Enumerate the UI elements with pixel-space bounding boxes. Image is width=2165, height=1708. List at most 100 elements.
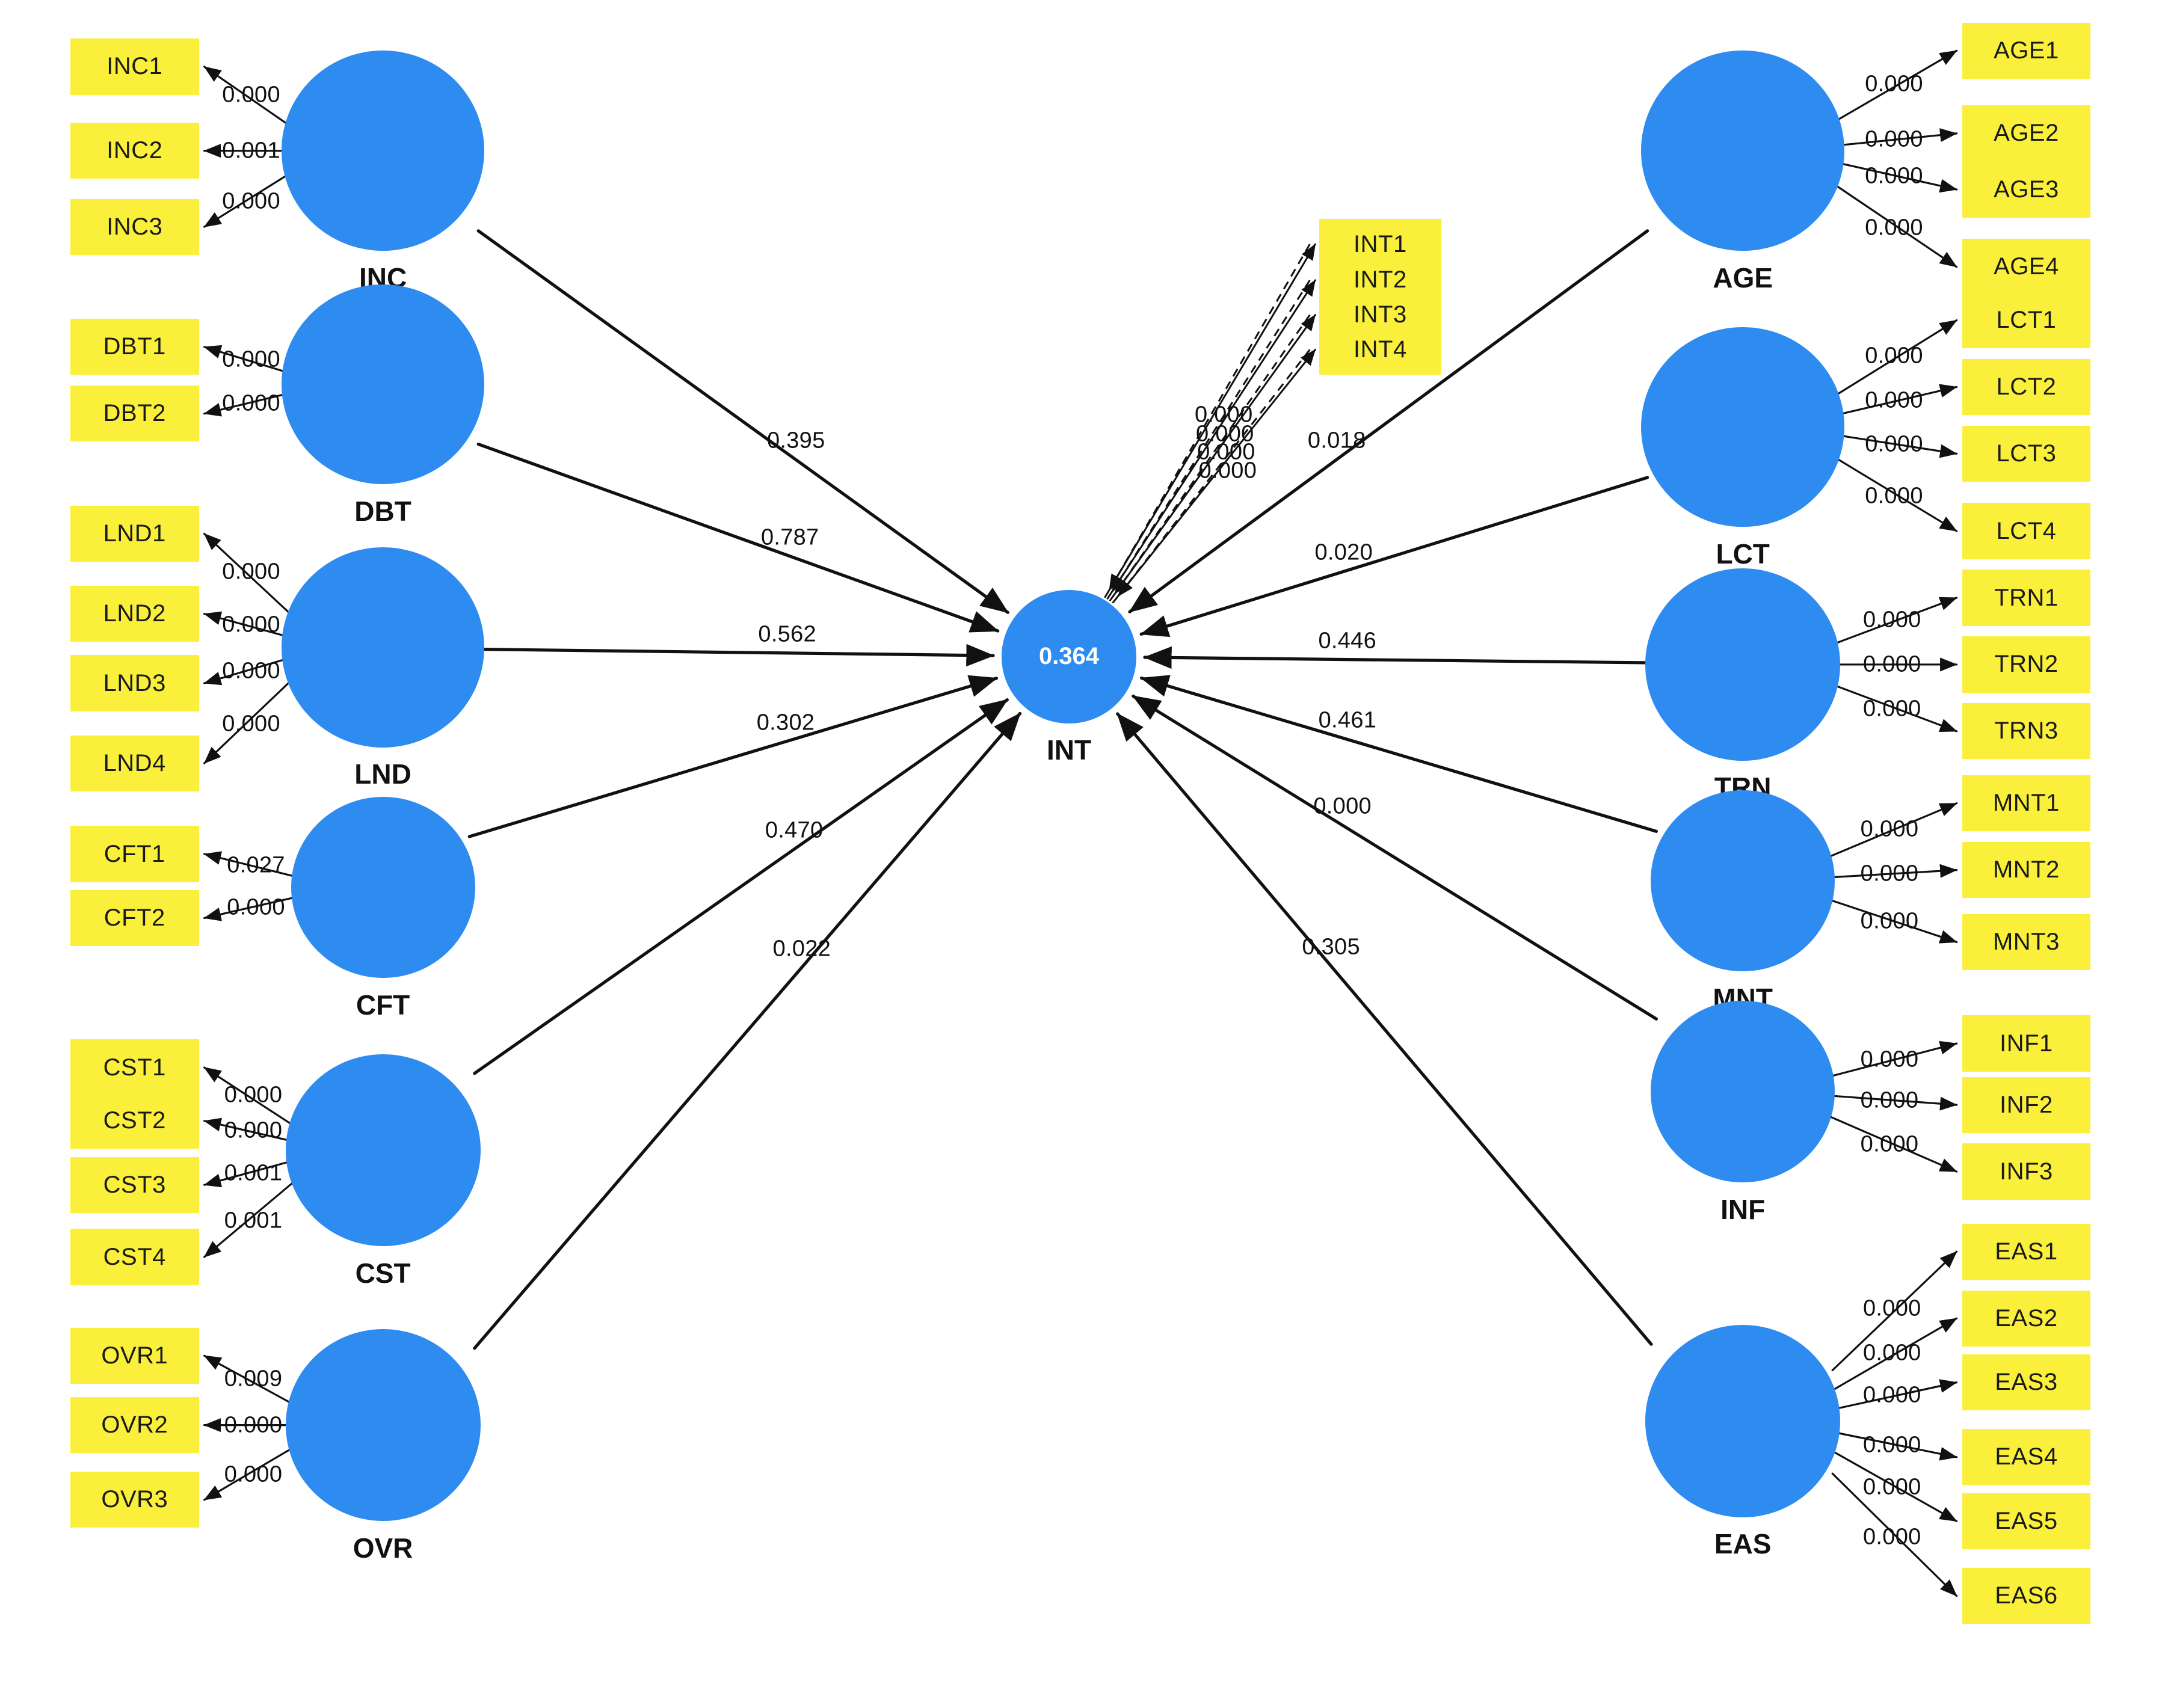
indicator-cst3[interactable]: CST3 bbox=[70, 1157, 199, 1213]
loading-label-cft2: 0.000 bbox=[227, 894, 285, 920]
edge bbox=[1143, 646, 1653, 669]
construct-lct[interactable] bbox=[1641, 327, 1844, 527]
construct-trn[interactable] bbox=[1645, 568, 1841, 761]
edge bbox=[203, 1446, 295, 1501]
edge bbox=[1128, 229, 1649, 613]
indicator-lct1[interactable]: LCT1 bbox=[1962, 292, 2091, 349]
indicator-cft1[interactable]: CFT1 bbox=[70, 826, 199, 882]
indicator-cst2[interactable]: CST2 bbox=[70, 1093, 199, 1149]
path-label-ovr-to-int: 0.022 bbox=[772, 936, 831, 962]
indicator-trn3[interactable]: TRN3 bbox=[1962, 703, 2091, 760]
loading-label-dbt2: 0.000 bbox=[222, 390, 280, 416]
edge bbox=[1116, 712, 1653, 1346]
indicator-age1[interactable]: AGE1 bbox=[1962, 22, 2091, 79]
edge bbox=[467, 675, 999, 838]
indicator-ovr3[interactable]: OVR3 bbox=[70, 1472, 199, 1528]
edge bbox=[203, 1160, 295, 1188]
indicator-lnd4[interactable]: LND4 bbox=[70, 735, 199, 791]
construct-age[interactable] bbox=[1641, 51, 1844, 251]
indicator-eas1[interactable]: EAS1 bbox=[1962, 1223, 2091, 1280]
construct-eas-label: EAS bbox=[1714, 1528, 1772, 1560]
construct-inc[interactable] bbox=[281, 51, 485, 251]
construct-dbt-label: DBT bbox=[354, 496, 411, 527]
loading-label-lnd1: 0.000 bbox=[222, 559, 280, 585]
indicator-inc1[interactable]: INC1 bbox=[70, 38, 199, 95]
loading-label-lnd2: 0.000 bbox=[222, 612, 280, 637]
edge bbox=[1835, 384, 1958, 416]
indicator-inf1[interactable]: INF1 bbox=[1962, 1015, 2091, 1072]
edge bbox=[203, 345, 291, 374]
indicator-dbt1[interactable]: DBT1 bbox=[70, 319, 199, 375]
loading-label-ovr3: 0.000 bbox=[224, 1461, 283, 1487]
loading-label-eas5: 0.000 bbox=[1862, 1474, 1921, 1500]
construct-ovr[interactable] bbox=[285, 1329, 481, 1522]
indicator-inf2[interactable]: INF2 bbox=[1962, 1077, 2091, 1133]
indicator-mnt1[interactable]: MNT1 bbox=[1962, 775, 2091, 832]
edge bbox=[1108, 244, 1311, 591]
construct-inf[interactable] bbox=[1651, 1001, 1835, 1182]
indicator-eas6[interactable]: EAS6 bbox=[1962, 1568, 2091, 1624]
loading-label-eas1: 0.000 bbox=[1862, 1295, 1921, 1321]
indicator-dbt2[interactable]: DBT2 bbox=[70, 386, 199, 442]
construct-cst[interactable] bbox=[285, 1054, 481, 1247]
construct-mnt[interactable] bbox=[1651, 790, 1835, 972]
indicator-cft2[interactable]: CFT2 bbox=[70, 889, 199, 947]
loading-label-inf1: 0.000 bbox=[1860, 1046, 1919, 1072]
path-label-lct-to-int: 0.020 bbox=[1314, 539, 1373, 565]
path-label-dbt-to-int: 0.787 bbox=[760, 524, 819, 550]
loading-label-eas4: 0.000 bbox=[1862, 1432, 1921, 1458]
indicator-int4[interactable]: INT4 bbox=[1319, 324, 1441, 375]
construct-int[interactable]: 0.364 bbox=[1001, 589, 1137, 723]
loading-label-mnt1: 0.000 bbox=[1860, 816, 1919, 842]
edge bbox=[1826, 864, 1958, 879]
indicator-lct4[interactable]: LCT4 bbox=[1962, 503, 2091, 559]
loading-label-eas3: 0.000 bbox=[1862, 1382, 1921, 1408]
loading-label-inf3: 0.000 bbox=[1860, 1131, 1919, 1157]
loading-label-trn3: 0.000 bbox=[1862, 696, 1921, 722]
indicator-ovr1[interactable]: OVR1 bbox=[70, 1327, 199, 1384]
edge bbox=[203, 66, 291, 127]
indicator-eas4[interactable]: EAS4 bbox=[1962, 1429, 2091, 1485]
indicator-trn1[interactable]: TRN1 bbox=[1962, 570, 2091, 626]
edge bbox=[473, 698, 1009, 1075]
indicator-mnt3[interactable]: MNT3 bbox=[1962, 914, 2091, 971]
path-label-lnd-to-int: 0.562 bbox=[758, 621, 816, 647]
indicator-inc2[interactable]: INC2 bbox=[70, 123, 199, 179]
indicator-lct3[interactable]: LCT3 bbox=[1962, 425, 2091, 482]
construct-lnd-label: LND bbox=[354, 758, 411, 790]
edge bbox=[1111, 280, 1311, 593]
loading-label-int4: 0.000 bbox=[1198, 458, 1257, 484]
indicator-age3[interactable]: AGE3 bbox=[1962, 161, 2091, 218]
indicator-inc3[interactable]: INC3 bbox=[70, 198, 199, 255]
edge bbox=[1106, 279, 1316, 600]
indicator-lnd3[interactable]: LND3 bbox=[70, 655, 199, 711]
loading-label-age1: 0.000 bbox=[1865, 71, 1923, 97]
indicator-mnt2[interactable]: MNT2 bbox=[1962, 842, 2091, 899]
loading-label-ovr2: 0.000 bbox=[224, 1412, 283, 1438]
loading-label-cst1: 0.000 bbox=[224, 1082, 283, 1108]
indicator-inf3[interactable]: INF3 bbox=[1962, 1143, 2091, 1200]
indicator-eas3[interactable]: EAS3 bbox=[1962, 1354, 2091, 1411]
loading-label-inc1: 0.000 bbox=[222, 82, 280, 108]
indicator-eas5[interactable]: EAS5 bbox=[1962, 1493, 2091, 1549]
indicator-lnd2[interactable]: LND2 bbox=[70, 586, 199, 642]
construct-cft[interactable] bbox=[291, 796, 475, 978]
indicator-cst4[interactable]: CST4 bbox=[70, 1229, 199, 1285]
indicator-eas2[interactable]: EAS2 bbox=[1962, 1290, 2091, 1347]
construct-lnd[interactable] bbox=[281, 547, 485, 748]
loading-label-inc3: 0.000 bbox=[222, 188, 280, 214]
indicator-lnd1[interactable]: LND1 bbox=[70, 505, 199, 562]
indicator-trn2[interactable]: TRN2 bbox=[1962, 636, 2091, 693]
edge bbox=[1831, 1317, 1958, 1392]
edge bbox=[1132, 694, 1658, 1021]
indicator-age2[interactable]: AGE2 bbox=[1962, 105, 2091, 162]
construct-dbt[interactable] bbox=[281, 284, 485, 485]
indicator-age4[interactable]: AGE4 bbox=[1962, 239, 2091, 295]
construct-eas[interactable] bbox=[1645, 1325, 1841, 1517]
indicator-cst1[interactable]: CST1 bbox=[70, 1039, 199, 1096]
indicator-lct2[interactable]: LCT2 bbox=[1962, 358, 2091, 416]
loading-label-cst4: 0.001 bbox=[224, 1208, 283, 1233]
indicator-ovr2[interactable]: OVR2 bbox=[70, 1397, 199, 1454]
edge bbox=[1139, 476, 1649, 637]
